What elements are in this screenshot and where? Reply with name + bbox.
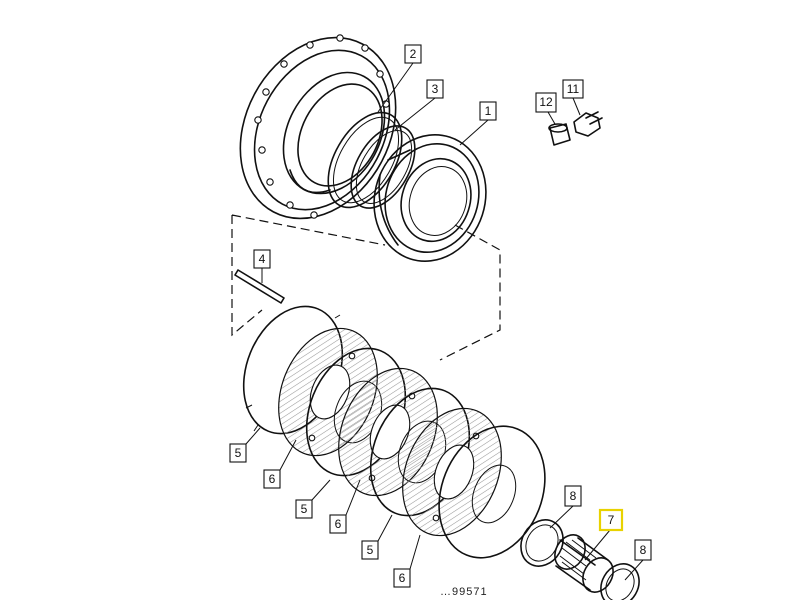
housing-flange [239,34,397,220]
callout-5: 5 [361,540,379,560]
svg-text:5: 5 [235,446,242,460]
bolt-11 [573,111,603,137]
svg-text:8: 8 [570,489,577,503]
snap-ring-8 [600,563,640,600]
splined-hub-7 [554,534,614,593]
svg-text:6: 6 [335,517,342,531]
drawing-reference-code: …99571 [440,586,488,598]
leader-lines [245,62,644,581]
callout-6: 6 [329,514,347,534]
callout-4: 4 [253,249,271,269]
piston-1 [373,134,487,262]
dowel-pin-4 [234,269,285,304]
assembly-guide-line [231,214,501,361]
callout-3: 3 [426,79,444,99]
friction-plate-6 [402,407,502,537]
svg-text:12: 12 [539,95,553,109]
svg-text:8: 8 [640,543,647,557]
svg-text:6: 6 [269,472,276,486]
callout-6: 6 [263,469,281,489]
svg-text:1: 1 [485,104,492,118]
clutch-plate-stack [242,305,546,559]
svg-text:3: 3 [432,82,439,96]
svg-text:5: 5 [367,543,374,557]
svg-text:7: 7 [608,513,615,527]
callout-5: 5 [229,443,247,463]
snap-ring-8 [520,519,564,567]
callout-8: 8 [564,485,582,507]
svg-text:5: 5 [301,502,308,516]
callout-5: 5 [295,499,313,519]
svg-text:6: 6 [399,571,406,585]
callout-7: 7 [598,508,624,532]
callout-11: 11 [562,79,584,99]
seal-ring-3 [350,125,416,209]
end-plate [438,425,546,559]
svg-text:4: 4 [259,252,266,266]
plug-12 [548,123,571,146]
svg-text:2: 2 [410,47,417,61]
callout-12: 12 [535,92,557,113]
callout-1: 1 [479,101,497,121]
callout-8: 8 [634,539,652,561]
callout-2: 2 [404,44,422,64]
callout-6: 6 [393,568,411,588]
svg-text:11: 11 [567,82,580,96]
